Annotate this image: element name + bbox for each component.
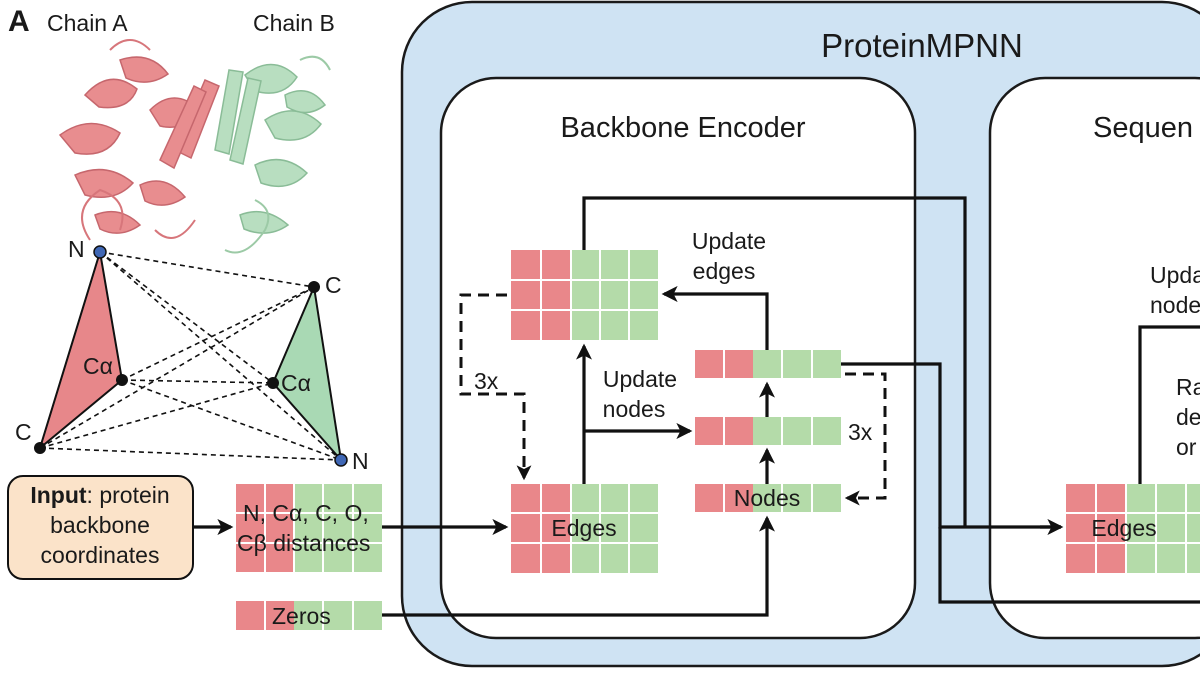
c-atom-left — [34, 442, 46, 454]
backbone-encoder-title: Backbone Encoder — [560, 112, 805, 144]
n-atom-right — [334, 453, 348, 467]
encoder-nodes-label: Nodes — [734, 485, 800, 511]
ca-atom-left — [116, 374, 128, 386]
input-line-1: Input: protein — [30, 482, 169, 508]
distances-line-1: N, Cα, C, O, — [243, 500, 369, 526]
n-right-label: N — [352, 448, 369, 474]
c-atom-right — [308, 281, 320, 293]
arrow-icon — [661, 286, 769, 350]
node-row-middle — [695, 417, 841, 445]
chain-b-triangle — [271, 283, 343, 464]
repeat-loop-left — [459, 293, 532, 481]
node-row-top — [695, 350, 841, 378]
ca-right-label: Cα — [281, 370, 311, 396]
node-row-bottom — [695, 484, 841, 512]
c-left-label: C — [15, 419, 32, 445]
repeat-loop-right — [844, 372, 887, 506]
encoder-updated-edges-grid — [511, 250, 658, 340]
arrow-icon — [841, 362, 1061, 529]
panel-letter: A — [8, 5, 30, 38]
distances-line-2: Cβ distances — [237, 530, 370, 556]
input-line-3: coordinates — [41, 542, 160, 568]
edges-to-decoder-connector — [582, 196, 967, 250]
repeat-right-label: 3x — [848, 419, 873, 445]
chain-b-label: Chain B — [253, 10, 335, 36]
distance-feature-grid — [236, 484, 382, 572]
zeros-label: Zeros — [272, 603, 331, 629]
input-line-2: backbone — [50, 512, 150, 538]
arrow-icon — [382, 515, 775, 617]
decoder-lower-connector — [938, 527, 1200, 604]
backbone-geometry — [34, 245, 348, 467]
c-right-label: C — [325, 272, 342, 298]
n-left-label: N — [68, 236, 85, 262]
decoder-update-connector — [1138, 325, 1200, 484]
n-atom-left — [93, 245, 107, 259]
protein-ribbon-illustration — [58, 39, 331, 254]
proteinmpnn-title: ProteinMPNN — [821, 27, 1023, 64]
ca-atom-right — [267, 377, 279, 389]
decoder-edges-grid — [1066, 484, 1200, 573]
chain-a-triangle — [38, 251, 124, 451]
ca-left-label: Cα — [83, 353, 113, 379]
pairwise-distance-lines — [39, 251, 342, 461]
decoder-edges-label: Edges — [1091, 515, 1156, 541]
chain-a-label: Chain A — [47, 10, 128, 36]
sequence-decoder-title: Sequen — [1093, 112, 1193, 144]
repeat-left-label: 3x — [474, 368, 499, 394]
zeros-grid — [236, 601, 382, 630]
encoder-edges-label: Edges — [551, 515, 616, 541]
encoder-edges-grid — [511, 484, 658, 573]
